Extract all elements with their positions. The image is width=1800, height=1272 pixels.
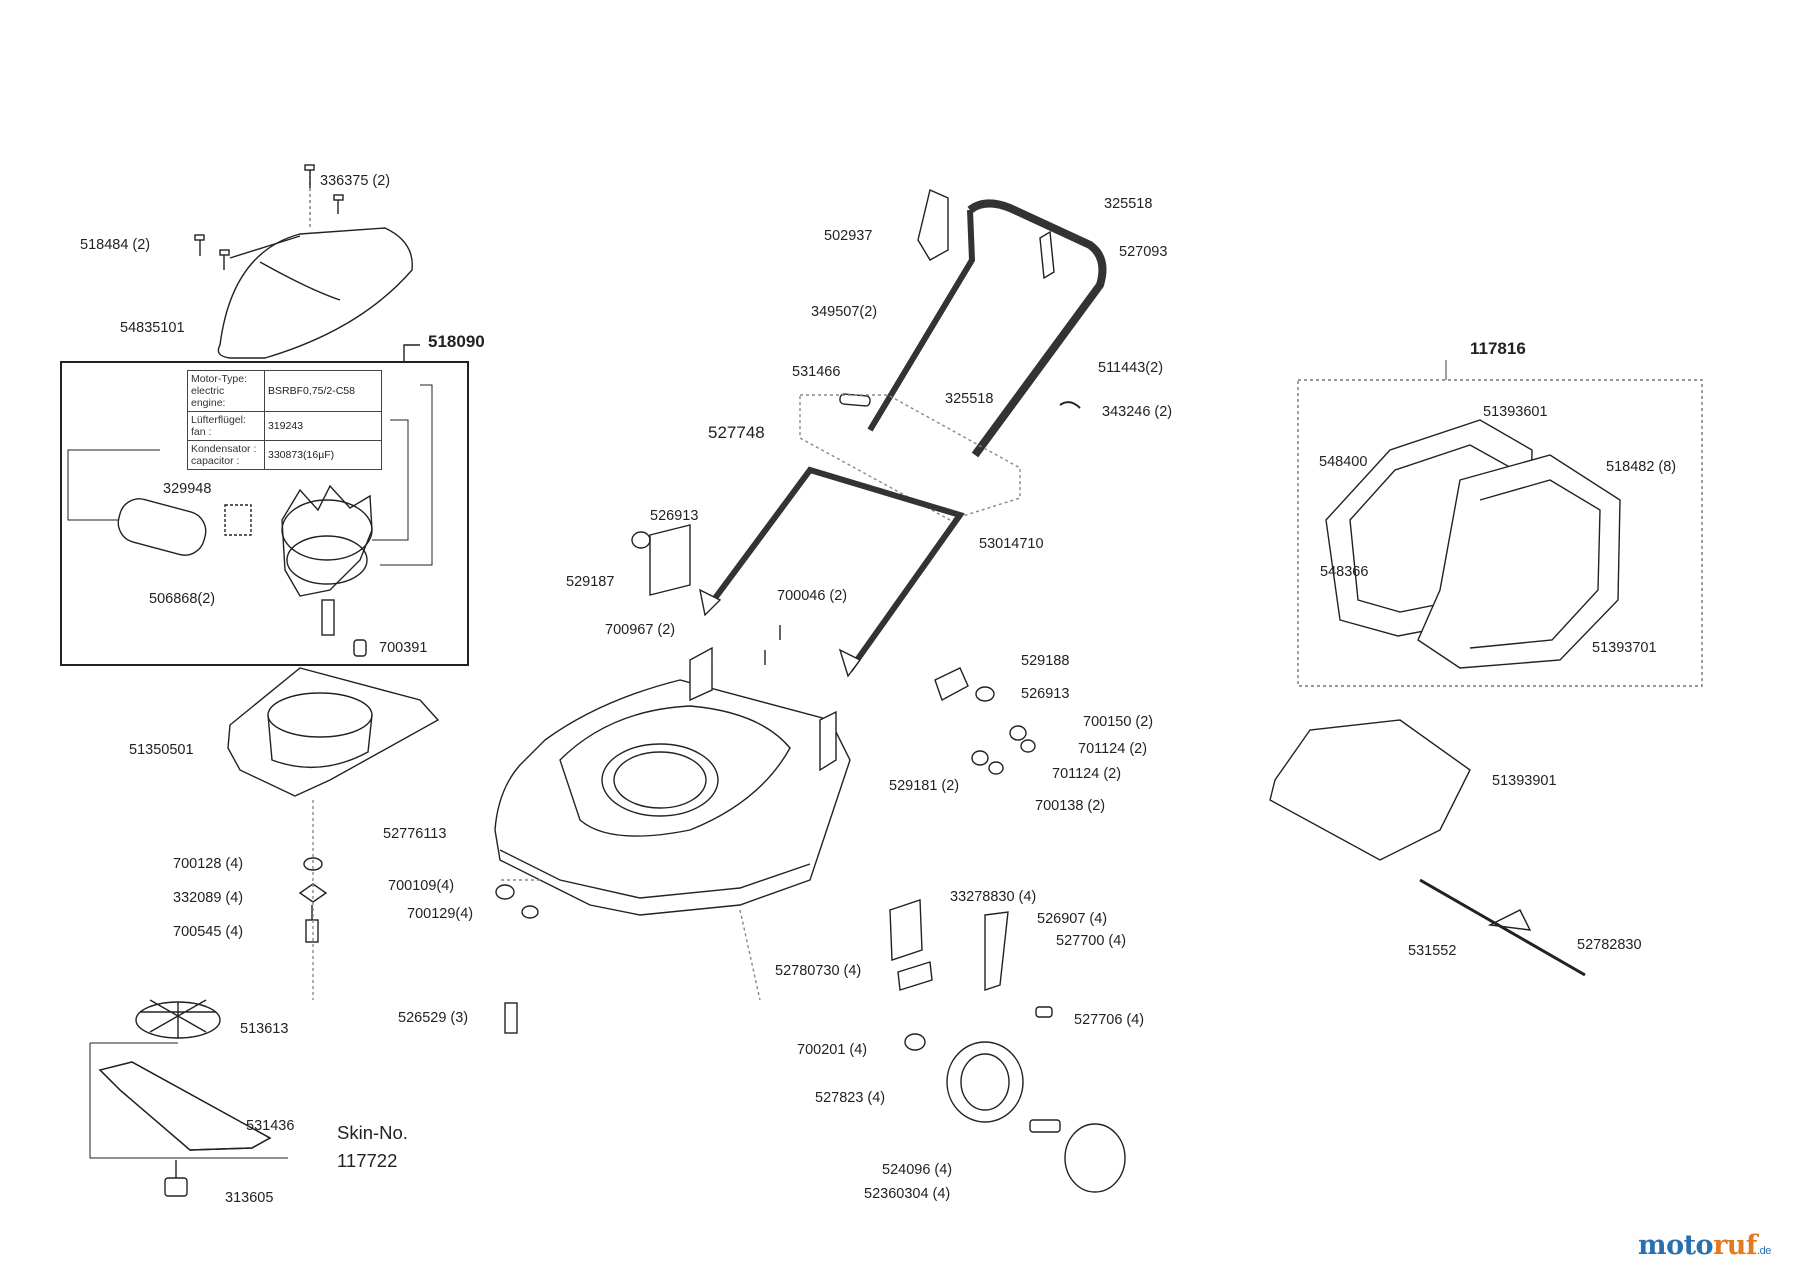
part-label-701124-a: 701124 (2)	[1078, 741, 1148, 757]
part-label-526913-right: 526913	[1021, 686, 1070, 702]
motor-assembly-leader	[403, 344, 420, 362]
part-label-52782830: 52782830	[1577, 937, 1642, 953]
part-label-700129: 700129(4)	[407, 906, 474, 922]
part-label-349507: 349507(2)	[811, 304, 878, 320]
capacitor-key: Kondensator : capacitor :	[187, 440, 265, 470]
part-label-526907: 526907 (4)	[1037, 911, 1108, 927]
part-label-529187: 529187	[566, 574, 615, 590]
capacitor-value: 330873(16µF)	[264, 440, 382, 470]
small-parts-left	[298, 800, 328, 1000]
part-label-51393701: 51393701	[1592, 640, 1657, 656]
part-label-52780730: 52780730 (4)	[775, 963, 862, 979]
part-label-343246: 343246 (2)	[1102, 404, 1173, 420]
motor-part	[67, 384, 433, 657]
height-adjuster-parts	[495, 524, 1126, 1193]
motor-type-value: BSRBF0,75/2-C58	[264, 370, 382, 412]
part-label-700391: 700391	[379, 640, 428, 656]
motor-assembly-box	[60, 361, 469, 666]
blade-parts	[89, 999, 288, 1197]
part-label-502937: 502937	[824, 228, 873, 244]
part-label-548366: 548366	[1320, 564, 1369, 580]
part-label-700138: 700138 (2)	[1035, 798, 1106, 814]
motor-cover-part	[194, 164, 413, 359]
part-label-325518-mid: 325518	[945, 391, 994, 407]
part-label-506868: 506868(2)	[149, 591, 216, 607]
part-label-531436: 531436	[246, 1118, 295, 1134]
part-label-52360304: 52360304 (4)	[864, 1186, 951, 1202]
part-label-700545: 700545 (4)	[173, 924, 244, 940]
part-label-548400: 548400	[1319, 454, 1368, 470]
part-label-531466: 531466	[792, 364, 841, 380]
part-label-51393901: 51393901	[1492, 773, 1557, 789]
motor-assembly-number: 518090	[428, 332, 485, 351]
part-label-700967: 700967 (2)	[605, 622, 676, 638]
part-label-332089: 332089 (4)	[173, 890, 244, 906]
fan-key: Lüfterflügel: fan :	[187, 411, 265, 441]
part-label-527700: 527700 (4)	[1056, 933, 1127, 949]
part-label-336375: 336375 (2)	[320, 173, 391, 189]
part-label-325518-top: 325518	[1104, 196, 1153, 212]
part-label-526913-left: 526913	[650, 508, 699, 524]
part-label-700046: 700046 (2)	[777, 588, 848, 604]
grass-bag-box	[1297, 379, 1703, 687]
part-label-527706: 527706 (4)	[1074, 1012, 1145, 1028]
motor-spec-table: Motor-Type: electric engine: BSRBF0,75/2…	[187, 370, 382, 470]
part-label-700128: 700128 (4)	[173, 856, 244, 872]
handle-part	[699, 189, 1107, 678]
part-label-527748: 527748	[708, 423, 765, 442]
mower-deck-part	[494, 646, 851, 1001]
part-label-529181: 529181 (2)	[889, 778, 960, 794]
part-label-700109: 700109(4)	[388, 878, 455, 894]
part-label-526529: 526529 (3)	[398, 1010, 469, 1026]
part-label-33278830: 33278830 (4)	[950, 889, 1037, 905]
part-label-329948: 329948	[163, 481, 212, 497]
part-label-701124-b: 701124 (2)	[1052, 766, 1122, 782]
motor-type-key: Motor-Type: electric engine:	[187, 370, 265, 412]
part-label-527093: 527093	[1119, 244, 1168, 260]
part-label-531552: 531552	[1408, 943, 1457, 959]
blade-adapter-part	[227, 667, 440, 797]
part-label-52776113: 52776113	[383, 826, 447, 842]
part-label-513613: 513613	[240, 1021, 289, 1037]
fan-value: 319243	[264, 411, 382, 441]
part-label-53014710: 53014710	[979, 536, 1044, 552]
part-label-700201: 700201 (4)	[797, 1042, 868, 1058]
part-label-700150: 700150 (2)	[1083, 714, 1154, 730]
part-label-511443: 511443(2)	[1098, 360, 1164, 376]
part-label-524096: 524096 (4)	[882, 1162, 953, 1178]
part-label-518484: 518484 (2)	[80, 237, 151, 253]
part-label-518482: 518482 (8)	[1606, 459, 1677, 475]
part-label-529188: 529188	[1021, 653, 1070, 669]
grass-bag-assembly-number: 117816	[1470, 339, 1526, 358]
grass-bag-part	[1269, 419, 1621, 977]
part-label-51393601: 51393601	[1483, 404, 1548, 420]
part-label-54835101: 54835101	[120, 320, 185, 336]
motoruf-logo: motoruf.de	[1638, 1230, 1771, 1261]
part-label-527823: 527823 (4)	[815, 1090, 886, 1106]
skin-number-value: 117722	[337, 1150, 398, 1171]
skin-number-label: Skin-No.	[337, 1122, 408, 1143]
part-label-51350501: 51350501	[129, 742, 194, 758]
part-label-313605: 313605	[225, 1190, 274, 1206]
